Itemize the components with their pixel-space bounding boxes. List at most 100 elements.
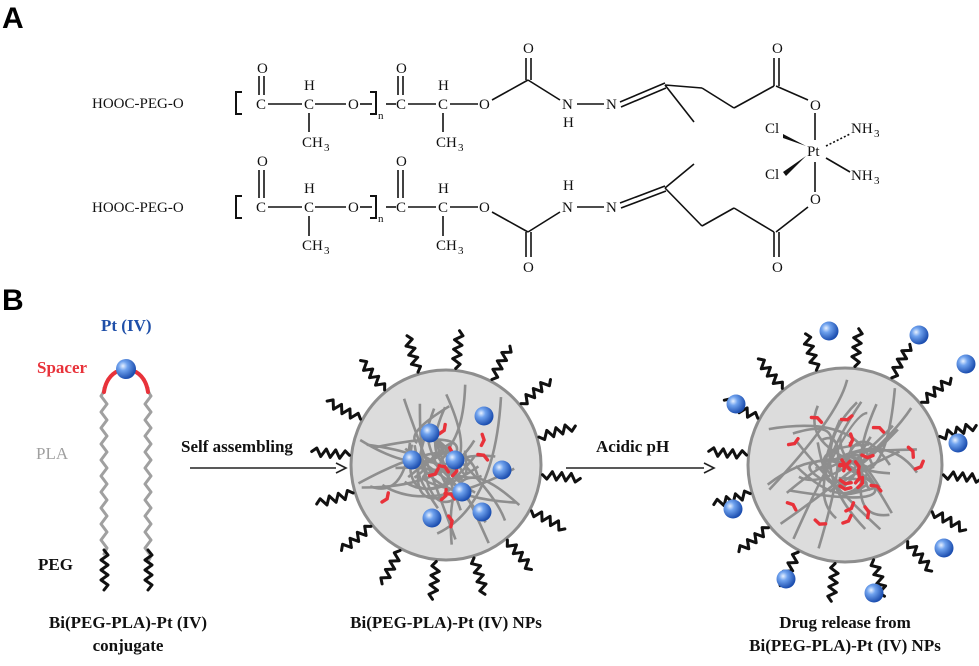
spacer [853,470,862,485]
spacer-right [134,370,150,394]
spacer [844,501,856,513]
peg-strand [942,470,979,484]
spacer [427,467,440,478]
pt-sphere [420,423,440,443]
peg-strand [315,489,355,507]
spacer [809,415,824,424]
spacer [443,491,457,501]
spacer [786,437,800,447]
peg-strand [707,446,748,460]
spacer [906,445,915,459]
spacer-left [102,370,118,394]
carbon-3: C [304,200,314,216]
pla-strand [418,403,455,504]
peg-strand [756,357,784,390]
caption-conjugate-line1: Bi(PEG-PLA)-Pt (IV) [49,613,207,632]
pt-sphere [445,450,465,470]
peg-strand [530,509,567,532]
nanoparticle-loaded [310,329,582,601]
peg-strand [379,549,402,586]
pt-sphere [474,406,494,426]
nh-nitrogen-1: N [562,97,573,113]
hydrogen-1: H [304,78,315,94]
pt-sphere [956,354,976,374]
hydrogen-2: H [438,78,449,94]
peg-strand [325,398,362,421]
peg-strand [519,378,552,406]
panel-label-a: A [2,2,24,35]
svg-text:3: 3 [324,245,330,257]
pt-sphere [452,482,472,502]
molecule-1: HOOC-PEG-O O C H C CH 3 O n O C H C CH 3… [92,41,821,154]
spacer [446,514,454,529]
pla-chain-left [99,386,109,556]
peg-chain-left [99,548,110,592]
carbon-1: C [304,97,314,113]
repeat-n-1: n [378,110,384,122]
pt-sphere [864,583,884,603]
peg-strand [890,342,913,380]
spacer [437,422,447,436]
ammine-top: NH [851,121,873,137]
carbonyl-carbon-1: C [256,97,266,113]
spacer-label: Spacer [37,358,88,377]
peg-strand [826,562,840,603]
peg-strand [451,329,465,370]
pt-sphere [723,499,743,519]
peg-strand [930,510,968,533]
spacer [439,487,448,502]
carbonyl-oxygen-1: O [257,61,268,77]
platinum-complex: Pt Cl Cl NH 3 NH 3 [765,121,880,187]
core-outline [349,368,543,562]
spacer [856,475,865,490]
spacer [848,432,855,447]
svg-text:3: 3 [874,128,880,140]
svg-text:3: 3 [324,142,330,154]
carbonyl-oxygen-3: O [257,154,268,170]
repeat-bracket-left-2 [235,195,242,219]
spacer [437,464,450,474]
pt-sphere [776,569,796,589]
caption-nanoparticles: Bi(PEG-PLA)-Pt (IV) NPs [350,613,542,632]
spacer [838,484,853,492]
pla-strand [849,448,917,458]
repeat-bracket-right-2 [370,195,377,219]
peg-label: PEG [38,555,73,574]
acid-oxygen-1: O [772,41,783,57]
pla-strand [846,483,876,496]
spacer [871,425,886,434]
spacer [863,505,871,520]
repeat-bracket-right-1 [370,91,377,115]
acid-oxygen-2: O [772,260,783,276]
pt-sphere [402,450,422,470]
carbamate-oxygen-2: O [523,260,534,276]
imine-nitrogen-2: N [606,200,617,216]
conjugate-diagram: Pt (IV) Spacer PLA PEG [36,316,154,592]
peg-strand [505,538,533,571]
platinum-atom: Pt [807,144,820,160]
caption-release-line2: Bi(PEG-PLA)-Pt (IV) NPs [749,636,941,655]
pla-strand [839,435,891,475]
peg-strand [470,556,488,596]
link-oxygen-1: O [479,97,490,113]
spacer [838,478,853,486]
carbon-4: C [438,200,448,216]
chloride-bottom: Cl [765,167,779,183]
pla-chain-right [143,386,153,564]
core-outline [746,366,944,564]
methyl-2: CH [436,135,457,151]
spacer [840,458,847,473]
peg-strand [737,526,770,554]
nh-hydrogen-1: H [563,115,574,131]
pla-strand [381,467,515,498]
pla-strand [779,407,913,525]
pt-sphere [934,538,954,558]
spacer [476,452,490,462]
pt-sphere [116,359,136,379]
ester-oxygen-1: O [348,97,359,113]
hydrogen-4: H [438,181,449,197]
pla-strand [359,384,467,463]
arrow-1-label: Self assembling [181,437,293,456]
peg-strand [404,334,422,374]
methyl-3: CH [302,238,323,254]
